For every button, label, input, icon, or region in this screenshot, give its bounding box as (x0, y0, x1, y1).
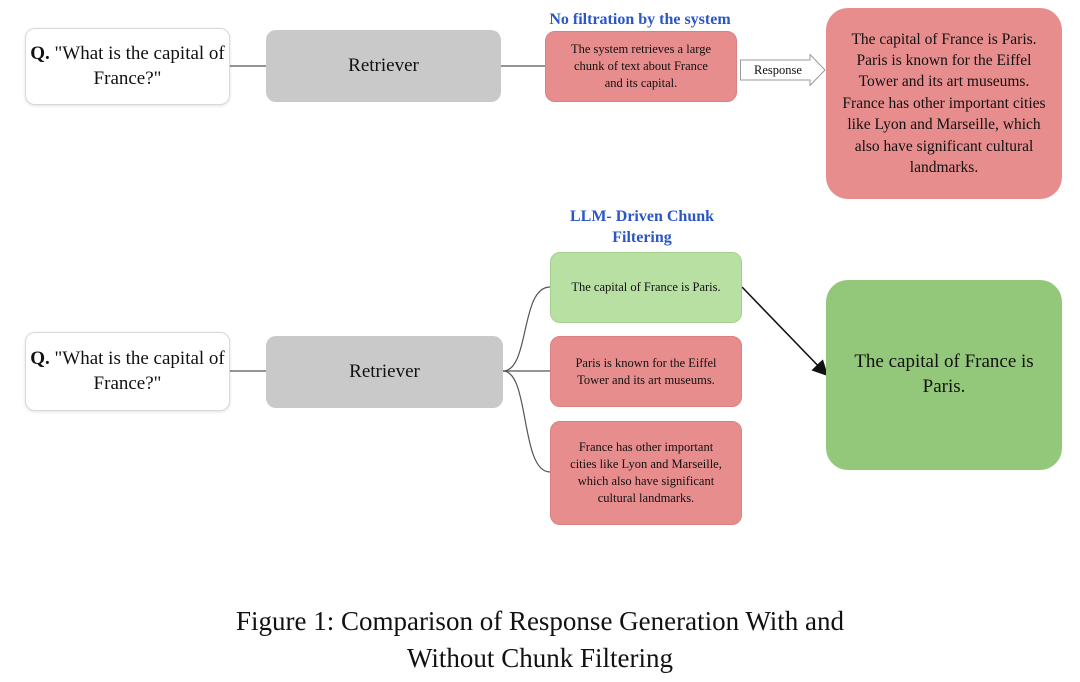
bottom-filtered-response-text: The capital of France is Paris. (854, 351, 1034, 397)
bottom-question-text: "What is the capital of France?" (54, 347, 225, 394)
figure-caption-text: Figure 1: Comparison of Response Generat… (235, 606, 845, 673)
bottom-question-box: Q. "What is the capital of France?" (25, 332, 230, 411)
chunk-filtered-1: Paris is known for the Eiffel Tower and … (550, 336, 742, 407)
chunk-filtered-2-text: France has other important cities like L… (570, 440, 722, 505)
top-retriever-box: Retriever (266, 30, 501, 102)
top-unfiltered-response-text: The capital of France is Paris. Paris is… (842, 30, 1046, 176)
chunk-filtered-1-text: Paris is known for the Eiffel Tower and … (575, 355, 717, 387)
response-arrow (740, 54, 826, 86)
chunk-kept: The capital of France is Paris. (550, 252, 742, 323)
figure-caption: Figure 1: Comparison of Response Generat… (0, 603, 1080, 676)
kept-chunk-to-response-arrow (741, 286, 829, 377)
top-retrieved-chunk: The system retrieves a large chunk of te… (545, 31, 737, 102)
bottom-question-prefix: Q. (30, 347, 50, 369)
no-filtration-label: No filtration by the system (549, 11, 731, 28)
branch-to-chunk-3 (502, 370, 551, 473)
branch-to-chunk-1 (502, 286, 551, 372)
top-question-text: "What is the capital of France?" (54, 42, 225, 89)
chunk-kept-text: The capital of France is Paris. (571, 280, 721, 295)
top-unfiltered-response: The capital of France is Paris. Paris is… (826, 8, 1062, 199)
bottom-retriever-box: Retriever (266, 336, 503, 408)
bottom-retriever-label: Retriever (349, 361, 420, 382)
top-question-box: Q. "What is the capital of France?" (25, 28, 230, 105)
top-retrieved-chunk-text: The system retrieves a large chunk of te… (571, 42, 711, 90)
top-retriever-label: Retriever (348, 55, 419, 76)
top-question-prefix: Q. (30, 42, 50, 64)
response-arrow-label: Response (754, 62, 802, 77)
chunk-filtered-2: France has other important cities like L… (550, 421, 742, 525)
bottom-filtered-response: The capital of France is Paris. (826, 280, 1062, 470)
llm-filtering-label: LLM- Driven Chunk Filtering (569, 208, 715, 246)
